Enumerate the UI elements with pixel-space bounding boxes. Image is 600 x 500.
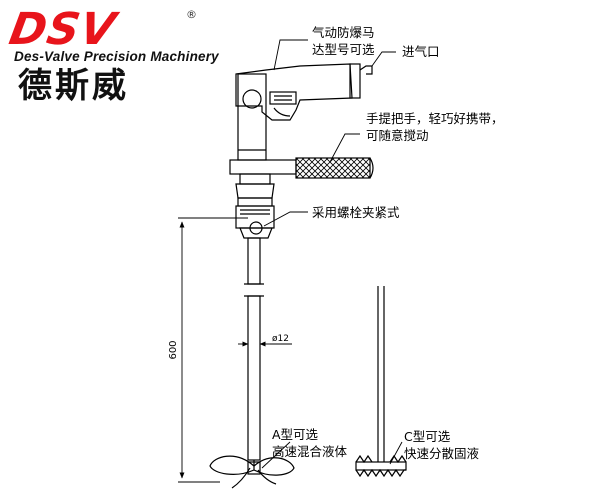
lower-housing <box>239 173 271 185</box>
impeller-a-line-2: 高速混合液体 <box>272 444 348 459</box>
impeller-a-callout: A型可选 高速混合液体 <box>272 426 347 460</box>
housing-skirt <box>235 183 275 199</box>
motor-end-housing <box>349 63 361 99</box>
company-name-cn: 德斯威 <box>18 66 129 106</box>
air-inlet-fitting <box>359 65 373 75</box>
registered-mark: ® <box>186 8 197 21</box>
handle-callout-line-2: 可随意搅动 <box>366 128 429 143</box>
chuck-top <box>237 197 273 207</box>
motor-callout-line-2: 达型号可选 <box>312 42 375 57</box>
motor-trigger <box>273 107 291 117</box>
shaft-lower <box>247 295 261 461</box>
impeller-c-line-2: 快速分散固液 <box>404 446 480 461</box>
motor-nameplate <box>269 91 297 105</box>
gear-housing <box>237 73 267 161</box>
impeller-a-line-1: A型可选 <box>272 427 319 442</box>
clamp-callout: 采用螺栓夹紧式 <box>312 205 400 220</box>
length-dimension <box>178 217 248 483</box>
shaft-length-label: 600 <box>168 340 179 359</box>
air-inlet-callout: 进气口 <box>402 44 440 59</box>
company-name-en: Des-Valve Precision Machinery <box>14 49 219 64</box>
impeller-c-callout: C型可选 快速分散固液 <box>404 428 479 462</box>
motor-callout: 气动防爆马 达型号可选 <box>312 24 375 58</box>
handle-grip <box>295 157 371 179</box>
chuck-body <box>235 205 275 229</box>
chuck-base <box>239 227 273 239</box>
leader-lines <box>261 39 403 469</box>
motor-port-circle <box>242 89 262 109</box>
motor-callout-line-1: 气动防爆马 <box>312 25 375 40</box>
shaft-upper <box>247 237 261 285</box>
motor-body <box>235 63 353 121</box>
impeller-c-line-1: C型可选 <box>404 429 451 444</box>
shaft-diameter-label: ø12 <box>272 334 289 344</box>
handle-callout: 手提把手，轻巧好携带， 可随意搅动 <box>366 110 504 144</box>
impeller-a <box>209 455 295 489</box>
impeller-c <box>355 454 407 478</box>
bearing-collar <box>229 159 297 175</box>
handle-callout-line-1: 手提把手，轻巧好携带， <box>366 111 504 126</box>
